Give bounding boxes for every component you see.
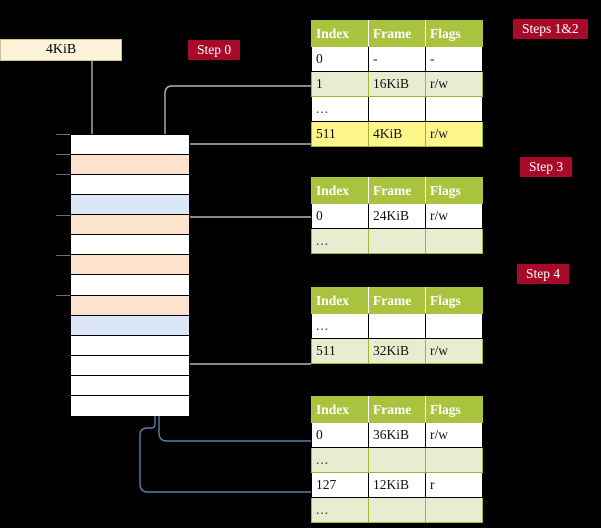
cell-flags: r/w <box>425 121 483 147</box>
cell-frame <box>368 313 426 339</box>
memory-row-9 <box>71 315 189 336</box>
cell-frame <box>368 228 426 254</box>
cell-index: ... <box>311 447 369 473</box>
wire-table3-row511-to-memory <box>179 308 311 365</box>
cell-index: 0 <box>311 46 369 72</box>
table-header-row: Index Frame Flags <box>311 287 483 314</box>
table-row: ... <box>311 497 483 523</box>
memory-tick-8 <box>56 295 70 296</box>
physical-memory-column <box>70 134 190 416</box>
cell-index: ... <box>311 96 369 122</box>
memory-row-12 <box>71 375 189 396</box>
table-row: ... <box>311 96 483 122</box>
table-row: ... <box>311 228 483 254</box>
cell-flags <box>425 447 483 473</box>
table-row: 127 12KiB r <box>311 472 483 498</box>
cell-index: ... <box>311 228 369 254</box>
column-header-frame: Frame <box>368 177 426 204</box>
badge-step-0: Step 0 <box>188 40 241 60</box>
memory-row-7 <box>71 275 189 296</box>
memory-row-6 <box>71 255 189 276</box>
column-header-index: Index <box>311 20 369 47</box>
table-row: 511 32KiB r/w <box>311 338 483 364</box>
memory-row-13 <box>71 395 189 416</box>
cell-frame <box>368 497 426 523</box>
cell-frame <box>368 447 426 473</box>
cell-frame: 4KiB <box>368 121 426 147</box>
memory-tick-4 <box>56 215 70 216</box>
column-header-index: Index <box>311 396 369 423</box>
cell-index: 127 <box>311 472 369 498</box>
cell-frame: - <box>368 46 426 72</box>
page-table-level-4: Index Frame Flags 0 36KiB r/w ... 127 12… <box>311 396 483 523</box>
cell-frame: 36KiB <box>368 422 426 448</box>
memory-row-11 <box>71 355 189 376</box>
table-header-row: Index Frame Flags <box>311 177 483 204</box>
cell-index: 0 <box>311 203 369 229</box>
badge-steps-1-2: Steps 1&2 <box>513 19 588 39</box>
column-header-frame: Frame <box>368 396 426 423</box>
column-header-frame: Frame <box>368 287 426 314</box>
table-row-highlighted: 511 4KiB r/w <box>311 121 483 147</box>
table-row: 1 16KiB r/w <box>311 71 483 97</box>
column-header-index: Index <box>311 177 369 204</box>
cell-flags: - <box>425 46 483 72</box>
badge-step-3: Step 3 <box>520 157 573 177</box>
memory-row-2 <box>71 175 189 196</box>
memory-row-5 <box>71 235 189 256</box>
cell-flags <box>425 228 483 254</box>
column-header-flags: Flags <box>425 177 483 204</box>
column-header-flags: Flags <box>425 287 483 314</box>
cell-frame: 32KiB <box>368 338 426 364</box>
cell-flags <box>425 313 483 339</box>
memory-row-3 <box>71 195 189 216</box>
page-table-level-3: Index Frame Flags ... 511 32KiB r/w <box>311 287 483 364</box>
memory-row-8 <box>71 295 189 316</box>
cell-frame: 12KiB <box>368 472 426 498</box>
column-header-index: Index <box>311 287 369 314</box>
page-table-level-1: Index Frame Flags 0 - - 1 16KiB r/w ... <box>311 20 483 147</box>
table-row: ... <box>311 313 483 339</box>
cell-frame: 16KiB <box>368 71 426 97</box>
memory-row-1 <box>71 155 189 176</box>
column-header-flags: Flags <box>425 20 483 47</box>
column-header-flags: Flags <box>425 396 483 423</box>
table-header-row: Index Frame Flags <box>311 20 483 47</box>
cell-frame <box>368 96 426 122</box>
cell-flags: r/w <box>425 71 483 97</box>
cell-flags: r <box>425 472 483 498</box>
source-box-4kib: 4KiB <box>0 39 122 61</box>
memory-row-10 <box>71 335 189 356</box>
cell-frame: 24KiB <box>368 203 426 229</box>
table-row: ... <box>311 447 483 473</box>
memory-row-0 <box>71 135 189 156</box>
cell-index: 1 <box>311 71 369 97</box>
cell-flags <box>425 497 483 523</box>
cell-flags: r/w <box>425 422 483 448</box>
badge-step-4: Step 4 <box>517 264 570 284</box>
cell-index: ... <box>311 497 369 523</box>
table-header-row: Index Frame Flags <box>311 396 483 423</box>
table-row: 0 24KiB r/w <box>311 203 483 229</box>
cell-index: 511 <box>311 121 369 147</box>
memory-row-4 <box>71 215 189 236</box>
table-row: 0 36KiB r/w <box>311 422 483 448</box>
column-header-frame: Frame <box>368 20 426 47</box>
cell-index: 511 <box>311 338 369 364</box>
memory-tick-0 <box>56 134 70 135</box>
memory-tick-2 <box>56 174 70 175</box>
cell-flags <box>425 96 483 122</box>
memory-tick-1 <box>56 154 70 155</box>
page-table-level-2: Index Frame Flags 0 24KiB r/w ... <box>311 177 483 254</box>
memory-tick-6 <box>56 255 70 256</box>
wire-table2-row0-to-memory <box>178 216 311 274</box>
table-row: 0 - - <box>311 46 483 72</box>
cell-flags: r/w <box>425 203 483 229</box>
wire-table1-row511-to-memory <box>181 143 311 253</box>
cell-index: ... <box>311 313 369 339</box>
cell-flags: r/w <box>425 338 483 364</box>
cell-index: 0 <box>311 422 369 448</box>
